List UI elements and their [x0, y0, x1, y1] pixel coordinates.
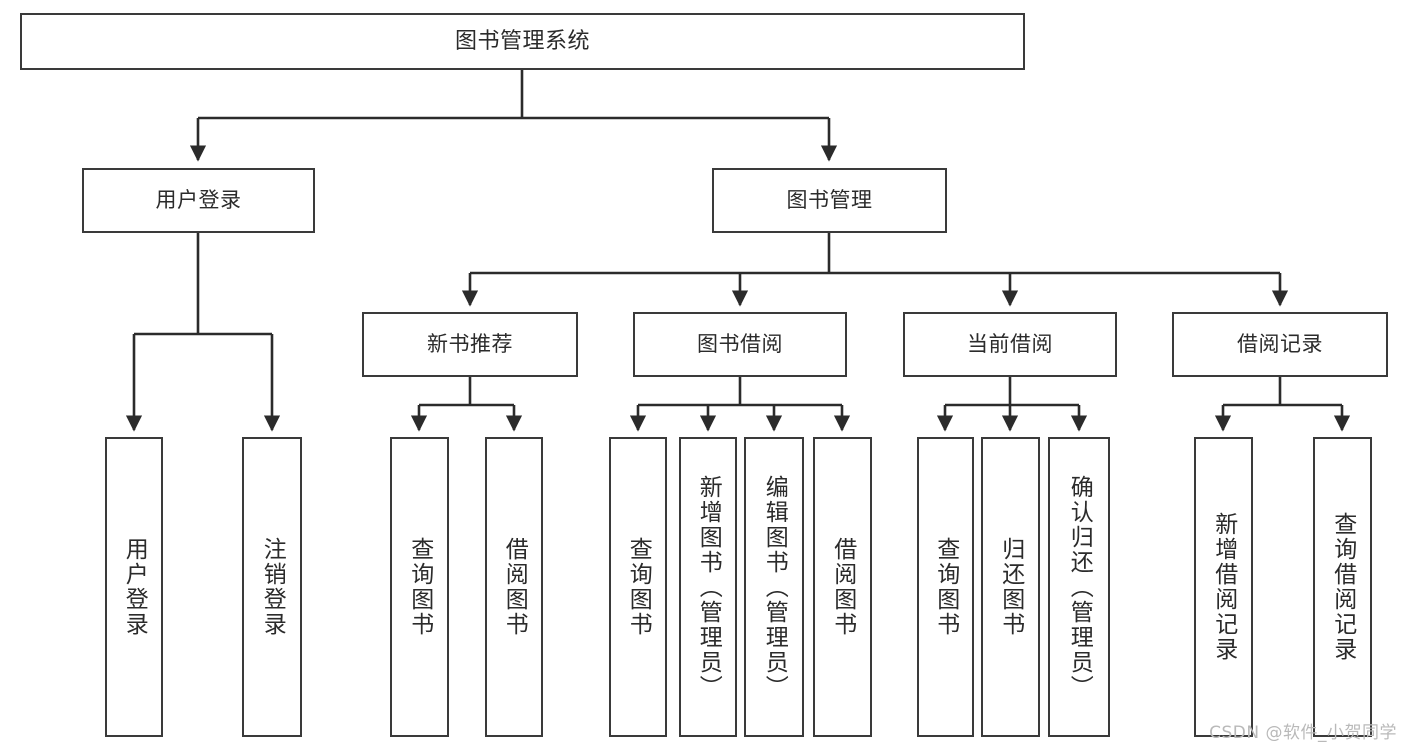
node-root-book-management-system[interactable]: 图书管理系统 — [20, 13, 1025, 70]
node-label: 查询借阅记录 — [1329, 512, 1356, 662]
node-label: 用户登录 — [155, 188, 242, 213]
node-label: 编辑图书（管理员） — [761, 474, 788, 700]
node-label: 图书管理系统 — [454, 28, 590, 54]
node-leaf-confirm-return-admin[interactable]: 确认归还（管理员） — [1048, 437, 1110, 737]
node-borrow-record[interactable]: 借阅记录 — [1172, 312, 1388, 377]
node-label: 借阅图书 — [829, 537, 856, 637]
node-new-book-recommend[interactable]: 新书推荐 — [362, 312, 578, 377]
node-user-login[interactable]: 用户登录 — [82, 168, 315, 233]
node-label: 新书推荐 — [427, 332, 513, 357]
node-leaf-edit-book-admin[interactable]: 编辑图书（管理员） — [744, 437, 804, 737]
node-leaf-borrow-book[interactable]: 借阅图书 — [813, 437, 872, 737]
node-leaf-user-login[interactable]: 用户登录 — [105, 437, 163, 737]
node-label: 借阅记录 — [1237, 332, 1323, 357]
node-leaf-query-book-recommend[interactable]: 查询图书 — [390, 437, 449, 737]
node-leaf-logout-login[interactable]: 注销登录 — [242, 437, 302, 737]
node-label: 归还图书 — [997, 537, 1024, 637]
node-label: 借阅图书 — [501, 537, 528, 637]
watermark-text: CSDN @软件_小贺同学 — [1209, 723, 1397, 743]
node-label: 确认归还（管理员） — [1066, 474, 1093, 700]
node-label: 当前借阅 — [967, 332, 1053, 357]
node-leaf-borrow-book-recommend[interactable]: 借阅图书 — [485, 437, 543, 737]
node-label: 用户登录 — [121, 537, 148, 637]
node-leaf-return-book[interactable]: 归还图书 — [981, 437, 1040, 737]
node-label: 图书管理 — [786, 188, 873, 213]
node-leaf-add-book-admin[interactable]: 新增图书（管理员） — [679, 437, 737, 737]
node-leaf-add-borrow-record[interactable]: 新增借阅记录 — [1194, 437, 1253, 737]
node-leaf-query-book-borrow[interactable]: 查询图书 — [609, 437, 667, 737]
node-book-management[interactable]: 图书管理 — [712, 168, 947, 233]
node-leaf-query-borrow-record[interactable]: 查询借阅记录 — [1313, 437, 1372, 737]
node-label: 查询图书 — [932, 537, 959, 637]
node-label: 查询图书 — [406, 537, 433, 637]
node-book-borrow[interactable]: 图书借阅 — [633, 312, 847, 377]
node-leaf-query-book-current[interactable]: 查询图书 — [917, 437, 974, 737]
node-label: 新增图书（管理员） — [695, 474, 722, 700]
node-label: 图书借阅 — [697, 332, 783, 357]
node-label: 查询图书 — [625, 537, 652, 637]
node-label: 新增借阅记录 — [1210, 512, 1237, 662]
node-label: 注销登录 — [259, 537, 286, 637]
node-current-borrow[interactable]: 当前借阅 — [903, 312, 1117, 377]
